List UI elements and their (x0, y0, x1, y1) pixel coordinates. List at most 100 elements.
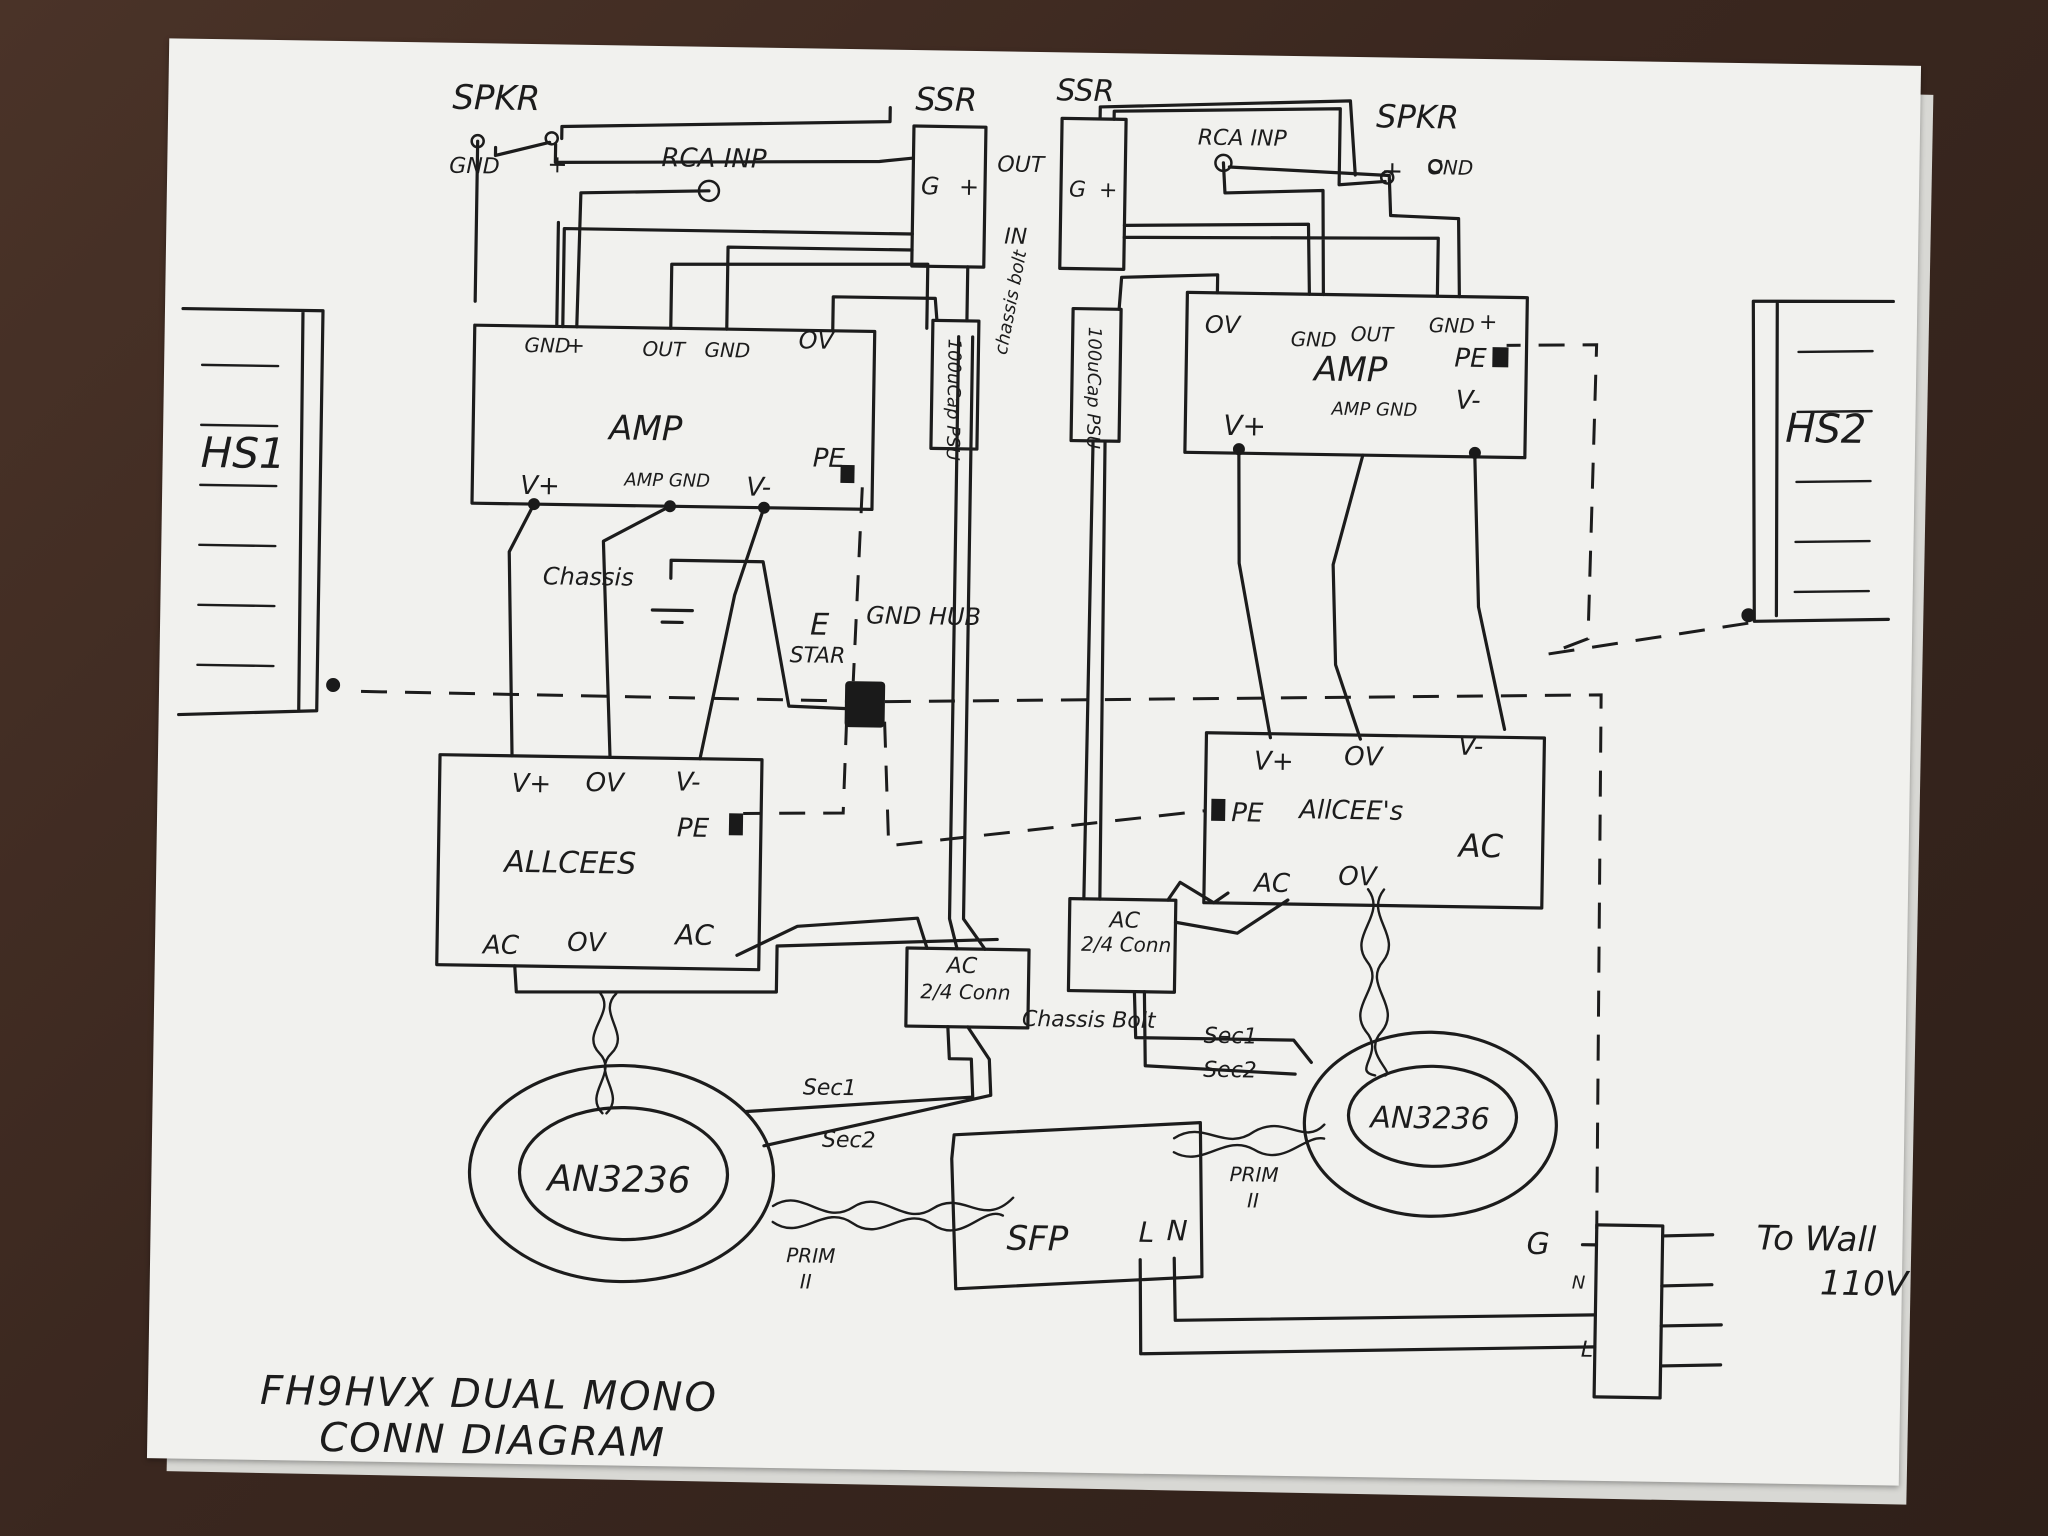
sfp-label: SFP (1006, 1219, 1069, 1260)
right-allcees-label: AllCEE's (1297, 795, 1403, 827)
left-chassis-label: Chassis (543, 562, 634, 591)
right-amp-ampgnd: AMP GND (1330, 399, 1417, 421)
diagram-title-line2: CONN DIAGRAM (319, 1415, 666, 1466)
hs1-fins (196, 363, 280, 668)
right-amp-gnd2: GND (1429, 313, 1475, 338)
right-amp-out: OUT (1351, 322, 1396, 347)
mains-g: G (1526, 1227, 1550, 1262)
right-toroid-inner (1346, 1064, 1519, 1168)
left-allcees-acconn-wires (513, 916, 999, 994)
right-allcees-vminus: V- (1458, 732, 1483, 762)
hs2-fins (1793, 349, 1874, 594)
right-sec2-label: Sec2 (1203, 1058, 1257, 1084)
mains-connector (1592, 1223, 1665, 1400)
mains-pins (1580, 1233, 1723, 1368)
left-rca-wires (575, 189, 930, 331)
right-acconn-box (1066, 896, 1178, 994)
right-amp-label: AMP (1312, 349, 1388, 390)
right-spkr-label: SPKR (1376, 97, 1459, 136)
right-prim-mark: II (1247, 1188, 1259, 1212)
left-psu-box (929, 318, 981, 451)
left-allcees-ac1: AC (481, 930, 520, 961)
left-allcees-vplus: V+ (511, 769, 551, 800)
right-toroid-label: AN3236 (1368, 1100, 1490, 1137)
right-psu-label: 100uCap PSU (1082, 327, 1105, 449)
right-allcees-ov: OV (1344, 742, 1385, 773)
left-ssr-in: IN (1004, 224, 1027, 249)
left-toroid-twisted-lead (592, 992, 619, 1115)
right-allcees-acov: OV (1338, 862, 1379, 893)
right-ssr-g: G (1069, 177, 1086, 202)
right-allcees-ac2: AC (1456, 827, 1503, 866)
left-sec2-label: Sec2 (822, 1128, 876, 1154)
left-toroid-inner (517, 1105, 730, 1242)
left-allcees-ov: OV (585, 768, 626, 799)
right-allcees-vplus: V+ (1254, 746, 1294, 777)
right-ssr-plus: + (1099, 178, 1118, 203)
to-wall-line1: To Wall (1756, 1218, 1877, 1260)
sfp-box (950, 1121, 1204, 1291)
left-psu-acconn-wires (947, 335, 987, 951)
left-allcees-label: ALLCEES (502, 845, 636, 882)
star-label: STAR (789, 643, 845, 669)
right-vplus-dot (1232, 443, 1245, 456)
right-amp-plus: + (1479, 310, 1498, 335)
hs1-label: HS1 (200, 428, 286, 478)
left-amp-ov: OV (798, 326, 835, 355)
right-acconn-wires (1132, 880, 1313, 1076)
left-amp-vminus: V- (746, 472, 771, 502)
left-toroid-outer (467, 1063, 776, 1284)
left-vminus-dot (757, 501, 770, 514)
left-prim-label: PRIM (786, 1243, 835, 1268)
right-toroid-outer (1302, 1030, 1558, 1218)
left-ssr-out: OUT (997, 152, 1046, 178)
left-ssr-box (910, 124, 988, 269)
right-amp-box (1183, 290, 1529, 460)
left-acconn-l2: 2/4 Conn (920, 979, 1010, 1004)
left-amp-pe: PE (813, 443, 846, 474)
left-allcees-ac2: AC (673, 918, 715, 952)
mains-n: N (1572, 1273, 1586, 1294)
left-amp-ampgnd: AMP GND (623, 470, 710, 492)
left-allcees-pe-terminal (728, 813, 744, 836)
left-ssr-g: G (921, 172, 940, 200)
left-acconn-l1: AC (945, 954, 978, 980)
gnd-hub-label: GND HUB (866, 601, 981, 631)
hs1-body (177, 306, 325, 717)
right-spkr-gnd-terminal (1428, 158, 1443, 174)
left-amp-psu-wires (831, 265, 970, 333)
left-ssr-label: SSR (915, 80, 977, 119)
left-amp-gnd: GND (524, 333, 570, 358)
left-vplus-dot (527, 498, 540, 511)
left-allcees-pe: PE (677, 813, 710, 844)
left-ampgnd-dot (663, 500, 676, 513)
left-amp-label: AMP (607, 408, 683, 449)
chassis-ground-symbol (650, 558, 863, 711)
left-amp-out: OUT (642, 337, 687, 362)
left-allcees-box (435, 753, 764, 972)
left-prim-mark: II (800, 1269, 812, 1293)
right-allcees-pe-terminal (1211, 798, 1226, 822)
to-wall-line2: 110V (1820, 1263, 1912, 1304)
left-toroid-label: AN3236 (545, 1158, 691, 1201)
left-spkr-plus-label: + (547, 150, 568, 178)
sfp-l: L (1138, 1216, 1154, 1249)
right-psu-box (1069, 306, 1123, 443)
right-amp-vminus: V- (1455, 386, 1480, 416)
left-spkr-label: SPKR (452, 78, 541, 119)
right-acconn-l2: 2/4 Conn (1081, 932, 1171, 957)
left-amp-vplus: V+ (520, 471, 560, 502)
left-spkr-wires (473, 106, 892, 303)
right-prim-twisted-wires (1172, 1123, 1326, 1158)
hs2-label: HS2 (1785, 406, 1867, 453)
right-ssr-box (1058, 116, 1128, 271)
left-prim-twisted-wires (771, 1196, 1015, 1232)
left-psu-label: 100uCap PSU (942, 339, 965, 461)
right-amp-vplus: V+ (1223, 409, 1266, 443)
mains-l: L (1581, 1338, 1594, 1363)
left-ssr-plus: + (959, 173, 980, 201)
star-gnd-hub (844, 681, 886, 728)
left-amp-pe-terminal (840, 464, 855, 484)
right-acconn-l1: AC (1107, 908, 1140, 934)
